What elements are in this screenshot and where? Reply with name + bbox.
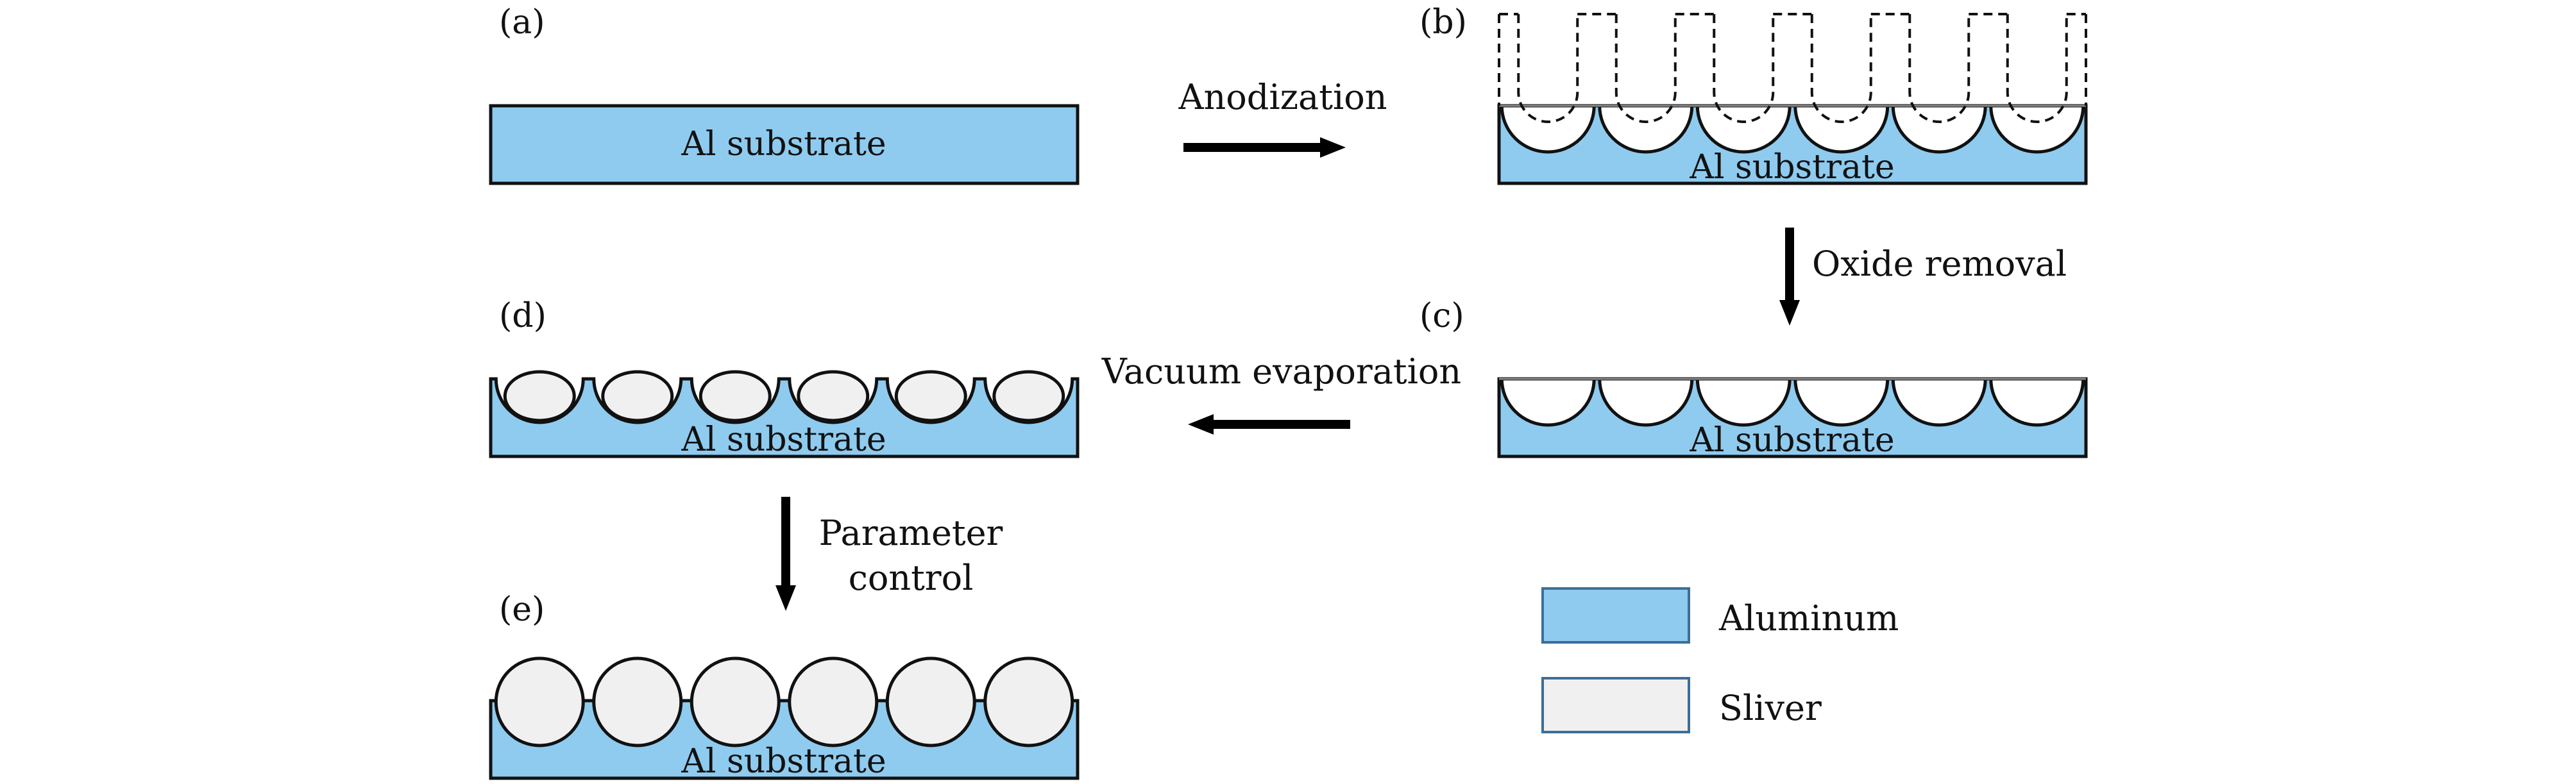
arrow-oxide-removal (1779, 228, 1800, 326)
stage-d-small-particles: Al substrate (489, 370, 1080, 459)
oxide-pore (1810, 14, 1872, 123)
silver-particle (592, 656, 683, 747)
silver-particle (503, 370, 576, 422)
pore-scallop (1500, 106, 1596, 154)
arrow-vacuum-evaporation (1188, 414, 1350, 435)
step-label-oxide-removal: Oxide removal (1812, 244, 2067, 284)
legend-label-aluminum: Aluminum (1718, 598, 1899, 638)
oxide-pores-dashed (1498, 13, 2087, 123)
silver-particle (699, 370, 772, 422)
stage-b-anodized-substrate: Al substrate (1497, 13, 2088, 187)
pore-scallop (1891, 106, 1987, 154)
arrow-anodization (1183, 137, 1346, 158)
pore-scallop (1989, 379, 2085, 427)
silver-particle (885, 656, 976, 747)
substrate-label-e: Al substrate (681, 742, 886, 781)
legend-swatch-aluminum (1541, 587, 1690, 644)
pore-scallop (1695, 106, 1792, 154)
pore-scallop (1989, 106, 2085, 154)
pore-scallop (1598, 379, 1694, 427)
step-label-control: control (849, 558, 974, 598)
silver-particles-large (494, 656, 1074, 747)
panel-label-c: (c) (1419, 297, 1464, 335)
substrate-label-c: Al substrate (1689, 421, 1894, 460)
silver-particle (983, 656, 1074, 747)
pore-scallops-b (1500, 106, 2085, 154)
substrate-label-a: Al substrate (681, 125, 886, 163)
step-label-parameter: Parameter (819, 513, 1003, 553)
panel-label-b: (b) (1419, 3, 1467, 42)
substrate-label-b: Al substrate (1689, 148, 1894, 187)
pore-scallop (1793, 106, 1890, 154)
pore-scallops-c (1500, 379, 2085, 427)
silver-particle (690, 656, 781, 747)
pore-scallop (1793, 379, 1890, 427)
silver-particle (894, 370, 967, 422)
oxide-pore (1614, 14, 1677, 123)
silver-particle (601, 370, 674, 422)
legend-swatch-silver (1541, 677, 1690, 733)
arrow-parameter-control (775, 497, 796, 611)
stage-a-substrate: Al substrate (489, 104, 1080, 185)
legend: Aluminum Sliver (1541, 587, 1899, 733)
substrate-label-d: Al substrate (681, 421, 886, 459)
oxide-pore (2006, 14, 2068, 123)
pore-scallop (1695, 379, 1792, 427)
panel-label-a: (a) (499, 3, 545, 42)
silver-particle (797, 370, 870, 422)
oxide-pore (1517, 14, 1579, 123)
pore-scallop (1500, 379, 1596, 427)
oxide-pore (1713, 14, 1775, 123)
panel-label-e: (e) (499, 590, 545, 629)
step-label-vacuum-evaporation: Vacuum evaporation (1101, 351, 1461, 392)
pore-scallop (1891, 379, 1987, 427)
stage-e-large-particles: Al substrate (489, 656, 1080, 781)
legend-label-silver: Sliver (1719, 688, 1822, 728)
oxide-pore (1908, 14, 1970, 123)
step-label-anodization: Anodization (1178, 77, 1387, 117)
silver-particle (494, 656, 585, 747)
silver-particle (788, 656, 879, 747)
panel-label-d: (d) (499, 297, 547, 335)
stage-c-textured-substrate: Al substrate (1497, 377, 2088, 460)
pore-scallop (1598, 106, 1694, 154)
silver-particle (992, 370, 1065, 422)
silver-particles-small (503, 370, 1065, 422)
